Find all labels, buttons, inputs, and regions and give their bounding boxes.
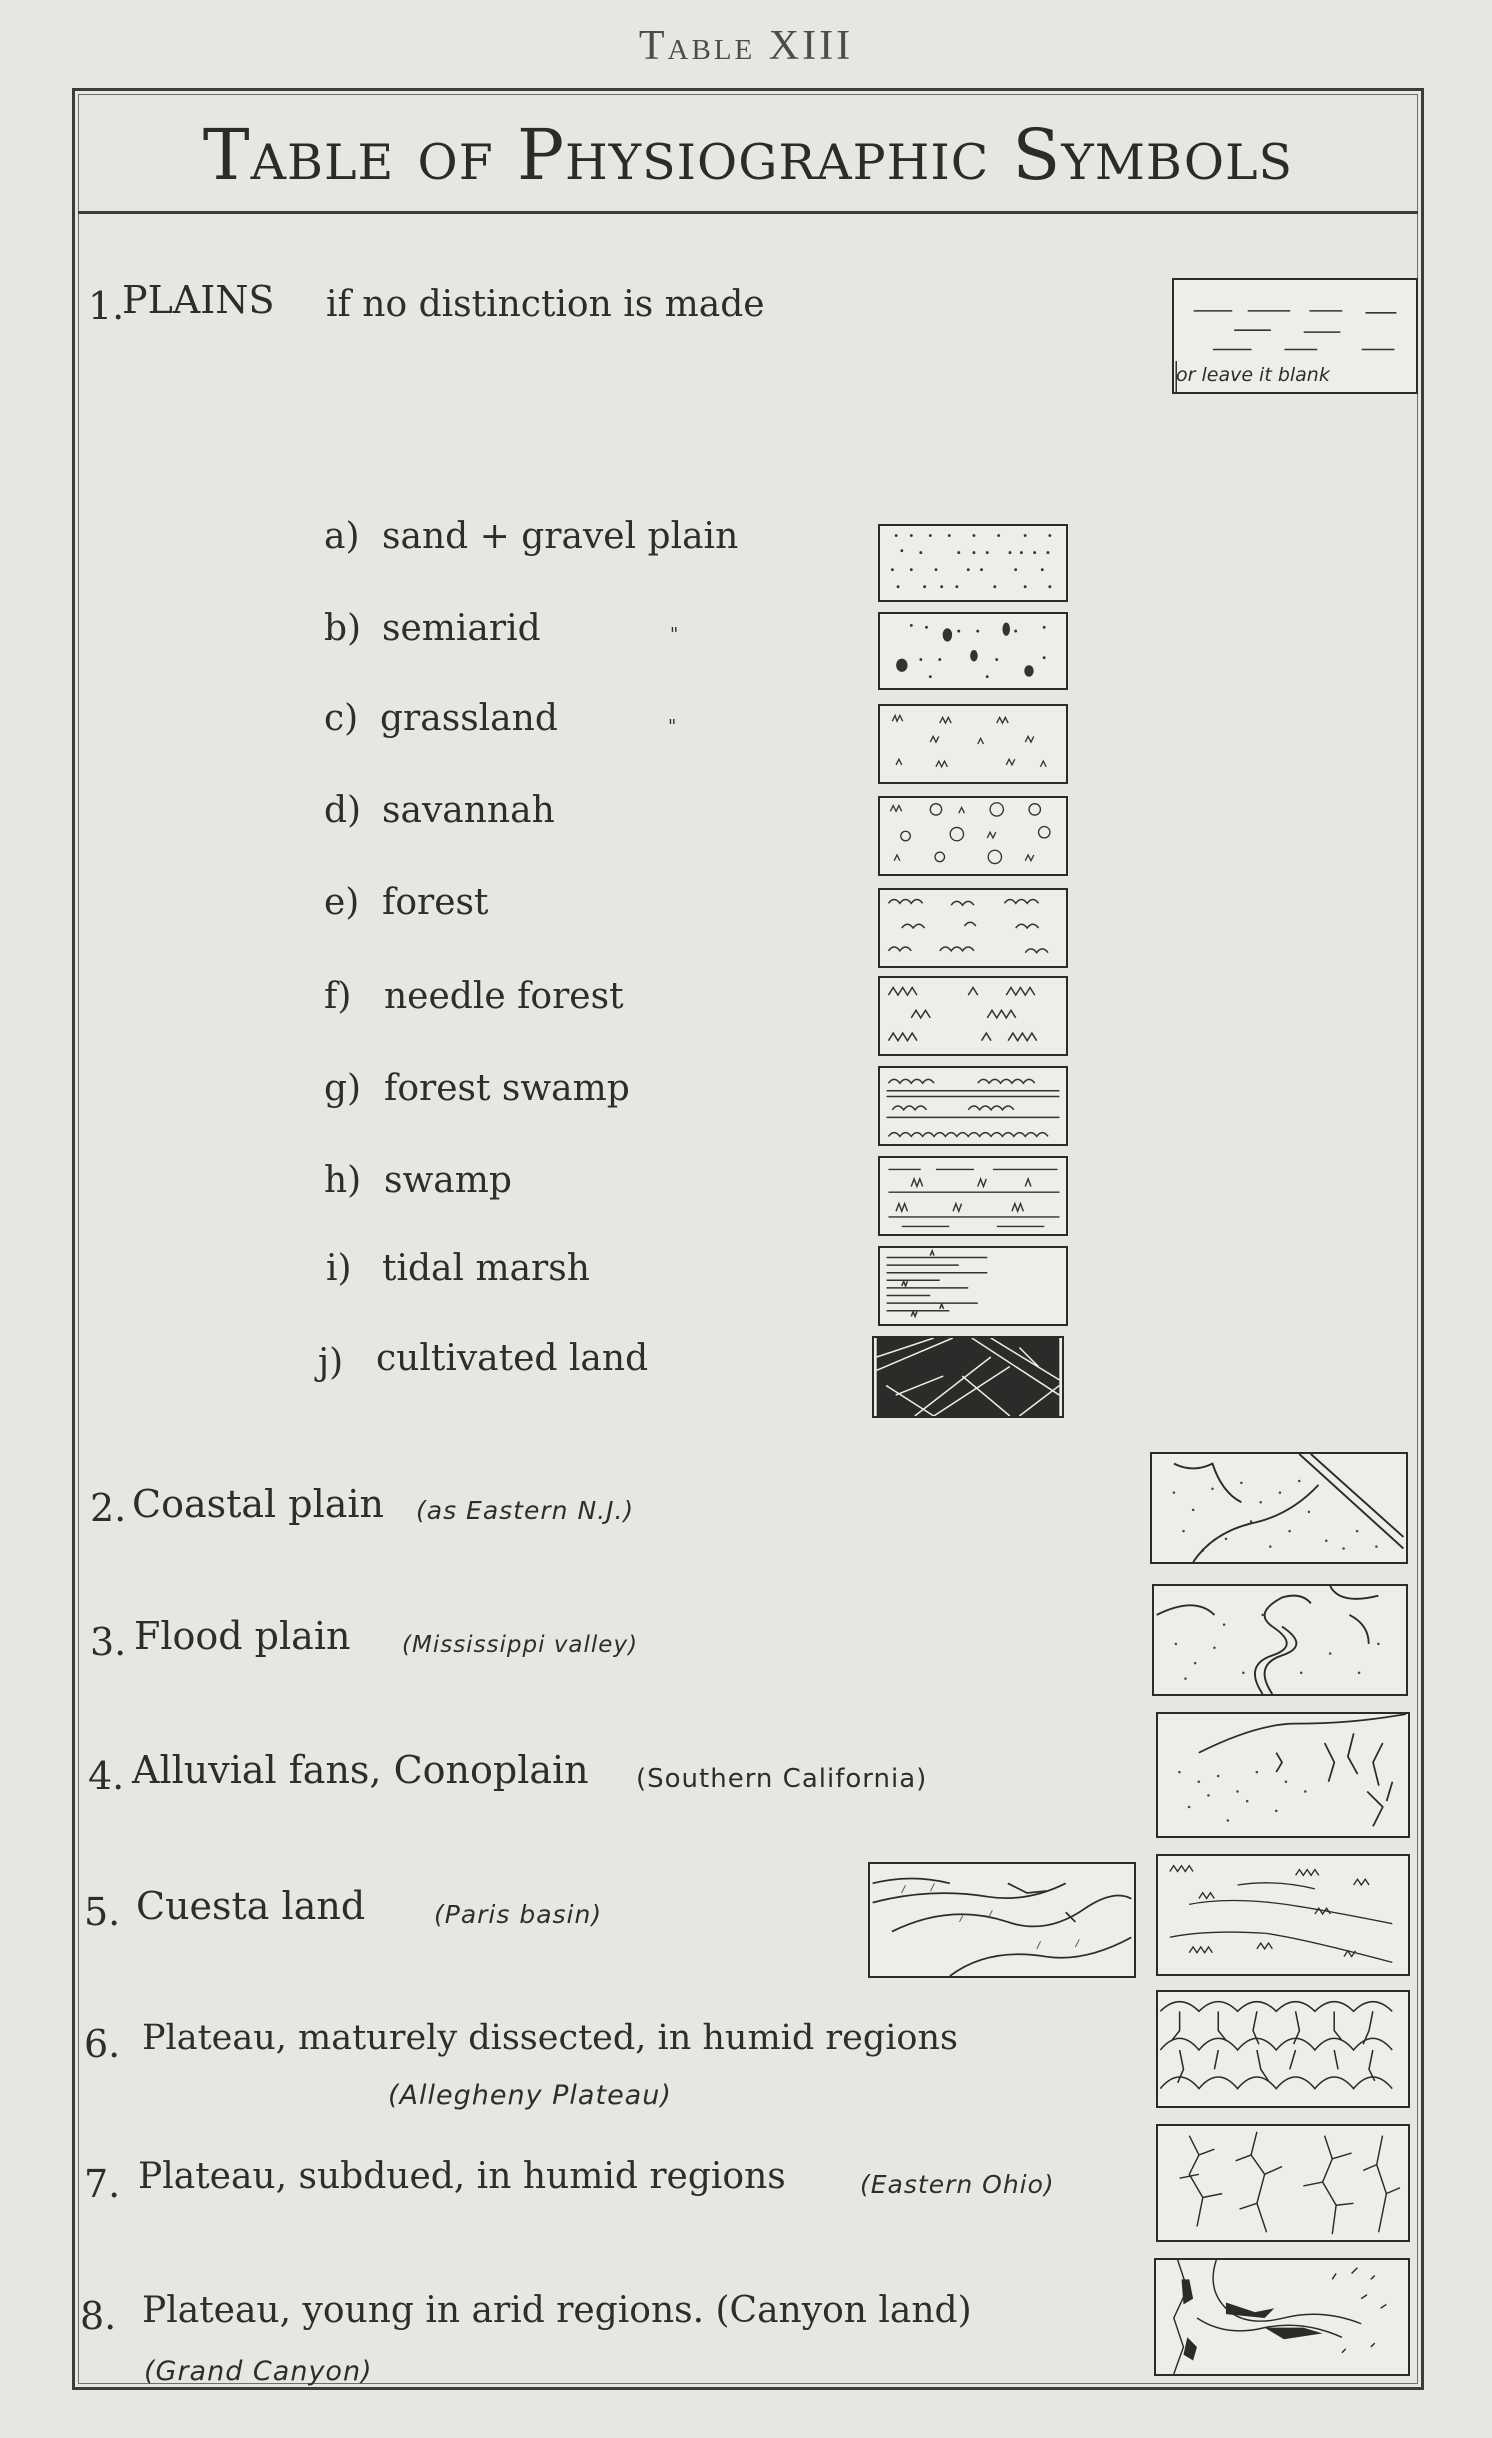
landform-number-5: 5. <box>84 1890 121 1934</box>
table-frame <box>72 88 1424 2390</box>
item-letter-e: e) <box>324 882 360 923</box>
item-label-e: forest <box>382 882 489 923</box>
landform-note-8: (Grand Canyon) <box>144 2356 373 2387</box>
landform-label-4: Alluvial fans, Conoplain <box>132 1748 589 1792</box>
item-label-c: grassland <box>380 698 558 739</box>
item-label-f: needle forest <box>384 976 624 1017</box>
landform-label-3: Flood plain <box>134 1614 351 1658</box>
item-letter-h: h) <box>324 1160 362 1201</box>
item-letter-j: j) <box>318 1342 344 1383</box>
landform-label-7: Plateau, subdued, in humid regions <box>138 2156 786 2197</box>
alluvial-fans-symbol <box>1156 1712 1410 1838</box>
grassland-symbol <box>878 704 1068 784</box>
cuesta-land-symbol-2 <box>1156 1854 1410 1976</box>
title-box <box>78 96 1418 214</box>
landform-label-8: Plateau, young in arid regions. (Canyon … <box>142 2290 972 2331</box>
savannah-symbol <box>878 796 1068 876</box>
landform-label-2: Coastal plain <box>132 1482 385 1526</box>
item-letter-f: f) <box>324 976 352 1017</box>
coastal-plain-symbol <box>1150 1452 1408 1564</box>
forest-symbol <box>878 888 1068 968</box>
landform-number-8: 8. <box>80 2294 117 2338</box>
plateau-subdued-symbol <box>1156 2124 1410 2242</box>
sand-gravel-symbol <box>878 524 1068 602</box>
landform-number-6: 6. <box>84 2022 121 2066</box>
needle-forest-symbol <box>878 976 1068 1056</box>
item-label-h: swamp <box>384 1160 512 1201</box>
forest-swamp-symbol <box>878 1066 1068 1146</box>
item-letter-a: a) <box>324 516 360 557</box>
item-label-b: semiarid <box>382 608 541 649</box>
tidal-marsh-symbol <box>878 1246 1068 1326</box>
flood-plain-symbol <box>1152 1584 1408 1696</box>
plains-heading: PLAINS <box>122 278 275 322</box>
item-label-d: savannah <box>382 790 555 831</box>
swamp-symbol <box>878 1156 1068 1236</box>
landform-number-3: 3. <box>90 1620 127 1664</box>
item-letter-d: d) <box>324 790 362 831</box>
item-ditto-b: " <box>670 624 679 645</box>
plains-number: 1. <box>88 284 125 328</box>
landform-note-5: (Paris basin) <box>434 1900 603 1929</box>
item-letter-g: g) <box>324 1068 362 1109</box>
item-label-g: forest swamp <box>384 1068 630 1109</box>
plains-qualifier: if no distinction is made <box>326 284 765 325</box>
landform-number-7: 7. <box>84 2162 121 2206</box>
item-letter-i: i) <box>326 1248 352 1289</box>
cuesta-land-symbol-1 <box>868 1862 1136 1978</box>
landform-note-7: (Eastern Ohio) <box>860 2170 1055 2199</box>
blank-note: or leave it blank <box>1176 364 1330 386</box>
semiarid-symbol <box>878 612 1068 690</box>
landform-note-3: (Mississippi valley) <box>402 1632 639 1658</box>
landform-note-6: (Allegheny Plateau) <box>388 2080 672 2111</box>
landform-label-5: Cuesta land <box>136 1884 366 1928</box>
cultivated-land-symbol <box>872 1336 1064 1418</box>
item-ditto-c: " <box>668 716 677 737</box>
page-label: Table XIII <box>638 23 854 69</box>
table-title: Table of Physiographic Symbols <box>202 114 1294 196</box>
plateau-young-arid-symbol <box>1154 2258 1410 2376</box>
table-inner-frame <box>78 94 1418 2384</box>
item-label-i: tidal marsh <box>382 1248 590 1289</box>
plateau-maturely-dissected-symbol <box>1156 1990 1410 2108</box>
item-letter-c: c) <box>324 698 359 739</box>
landform-note-4: (Southern California) <box>636 1764 928 1794</box>
landform-number-4: 4. <box>88 1754 125 1798</box>
item-label-j: cultivated land <box>376 1338 649 1379</box>
plains-generic-symbol <box>1172 278 1418 394</box>
landform-number-2: 2. <box>90 1486 127 1530</box>
item-letter-b: b) <box>324 608 362 649</box>
landform-label-6: Plateau, maturely dissected, in humid re… <box>142 2018 958 2058</box>
landform-note-2: (as Eastern N.J.) <box>416 1496 635 1525</box>
item-label-a: sand + gravel plain <box>382 516 739 557</box>
